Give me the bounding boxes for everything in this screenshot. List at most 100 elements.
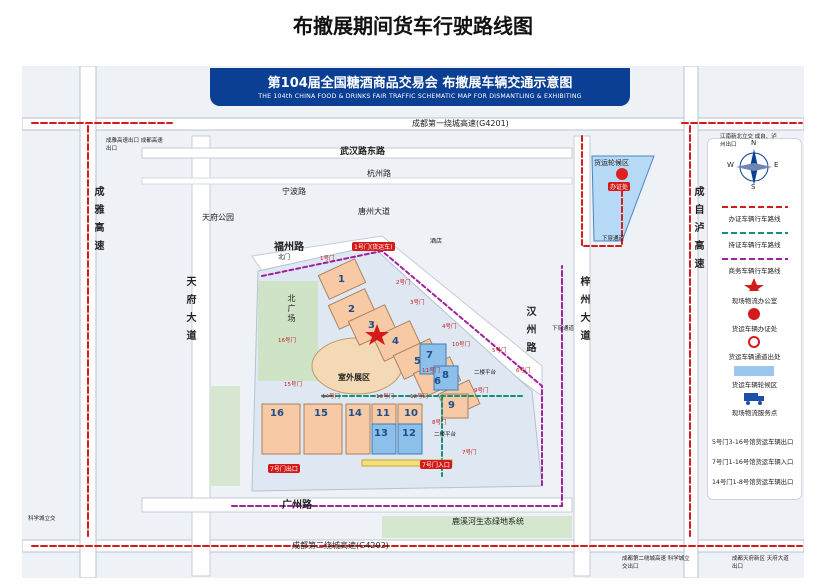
sign-bottom-left: 科学城立交 [28,516,56,522]
legend-panel: N S E W 办证车辆行车路线 持证车辆行车路线 商务车辆行车路线 现场物流办… [707,138,802,500]
gate-label-6: 6号门 [516,368,531,374]
hall-16: 16 [270,408,284,419]
gate-label-2: 2号门 [396,280,411,286]
hall-13: 13 [374,428,388,439]
hall-9: 9 [448,400,455,411]
compass-w: W [727,161,734,169]
document-title: 布撤展期间货车行驶路线图 [293,14,533,38]
legend-item-service: 现场物流服务点 [731,409,778,417]
gate-label-12: 12号门 [410,394,428,400]
lower-passage-2: 下穿通道 [552,326,575,332]
header-banner: 第104届全国糖酒商品交易会 布撤展车辆交通示意图 THE 104th CHIN… [210,68,630,106]
ring2-label: 成都第二绕城高速(G4202) [292,541,389,550]
staging-swatch-icon [734,366,774,376]
gate7-exit-tag: 7号门出口 [268,464,300,473]
compass-e: E [774,161,779,169]
logistics-office-star [365,324,389,345]
hall-2: 2 [348,304,355,315]
staging-label: 货运轮候区 [594,159,629,167]
zizhou-avenue-label: 梓州大道 [578,276,589,348]
ningxia-road-label: 宁波路 [282,187,306,196]
wuhan-road [141,147,573,159]
ring1-label: 成都第一绕城高速(G4201) [412,119,509,128]
north-tag: 北门 [278,254,291,261]
sign-bottom-right: 成都天府新区 天府大道出口 [732,556,789,570]
wuhan-road-label: 武汉路东路 [340,147,386,157]
hall-7: 7 [426,350,433,361]
legend-purple-line [722,258,788,260]
gate-label-7: 7号门 [462,450,477,456]
legend-item-green: 持证车辆行车路线 [728,241,781,249]
hall-10: 10 [404,408,418,419]
ring1-highway [22,117,804,131]
hall-6: 6 [434,376,441,387]
hangzhou-road-label: 杭州路 [367,169,391,178]
map-canvas [22,66,804,578]
chengzilu-highway [683,66,699,578]
guangzhou-road-label: 广州路 [282,500,312,511]
sign-top-right: 江南新北立交 成自、泸州出口 [720,134,777,148]
gate-label-1: 1号门 [320,256,335,262]
legend-item-office: 货运车辆办证处 [731,325,778,333]
legend-item-red: 办证车辆行车路线 [728,215,781,223]
tianfu-park-label: 天府公园 [202,213,234,222]
gate-label-11: 11号门 [422,368,440,374]
hall-11: 11 [376,408,390,419]
platform-label-2: 二楼平台 [434,432,457,438]
office-badge: 办证处 [608,182,631,191]
hall-12: 12 [402,428,416,439]
entry-strip [361,459,453,467]
gate-label-3: 3号门 [410,300,425,306]
compass-icon [736,149,772,185]
gate-label-4: 4号门 [442,324,457,330]
legend-item-star: 现场物流办公室 [731,297,778,305]
gate-label-16: 16号门 [278,338,296,344]
legend-green-line [722,232,788,234]
hall-14: 14 [348,408,362,419]
hanzhong-road-label: 汉州路 [524,306,535,360]
legend-note-2: 7号门1-16号馆货运车辆入口 [712,459,794,466]
legend-note-3: 14号门1-8号馆货运车辆出口 [712,479,794,486]
platform-label-1: 二楼平台 [474,370,497,376]
hall-1: 1 [338,274,345,285]
gate-label-14: 14号门 [322,394,340,400]
lower-passage-1: 下穿通道 [602,236,625,242]
legend-item-purple: 商务车辆行车路线 [728,267,781,275]
wetland-green [382,516,572,538]
north-square-label: 北广场 [287,294,296,324]
hall-15: 15 [314,408,328,419]
truck-icon [744,393,764,405]
purple-route [231,265,563,507]
gate7-entry-tag: 7号门入口 [420,460,452,469]
hall-3: 3 [368,320,375,331]
hall-5: 5 [414,356,421,367]
sign-top-left: 成雅高速出口 成都高速出口 [106,138,163,152]
hotel-label: 酒店 [430,238,443,245]
purple-route-inner [261,249,543,487]
gate1-tag: 1号门(货运车) [352,242,395,251]
compass-n: N [751,139,757,147]
gate-label-5: 5号门 [492,348,507,354]
traffic-map: N S E W 办证车辆行车路线 持证车辆行车路线 商务车辆行车路线 现场物流办… [22,66,804,578]
chengya-label: 成雅高速 [92,186,103,258]
south-halls [261,393,469,455]
legend-item-staging: 货运车辆轮候区 [731,381,778,389]
gate-label-9: 9号门 [474,388,489,394]
legend-item-gate: 货运车辆通道出处 [728,353,781,361]
fuzhou-road-label: 福州路 [274,242,304,253]
banner-title-cn: 第104届全国糖酒商品交易会 布撤展车辆交通示意图 [267,76,573,91]
banner-title-en: THE 104th CHINA FOOD & DRINKS FAIR TRAFF… [258,93,582,100]
legend-note-1: 5号门3-16号馆货运车辆出口 [712,439,794,446]
gate-label-10: 10号门 [452,342,470,348]
north-square-green [258,281,318,381]
hall-4: 4 [392,336,399,347]
wetland-label: 鹿溪河生态绿地系统 [452,517,524,526]
gate-label-15: 15号门 [284,382,302,388]
gate-label-13: 13号门 [376,394,394,400]
gate-dot-icon [748,336,760,348]
legend-red-line [722,206,788,208]
sign-bottom-mid: 成都第二绕城高速 科学城立交出口 [622,556,690,570]
star-icon [744,278,764,291]
tangyi-road-label: 唐州大道 [358,207,390,216]
outdoor-label: 室外展区 [338,373,370,382]
